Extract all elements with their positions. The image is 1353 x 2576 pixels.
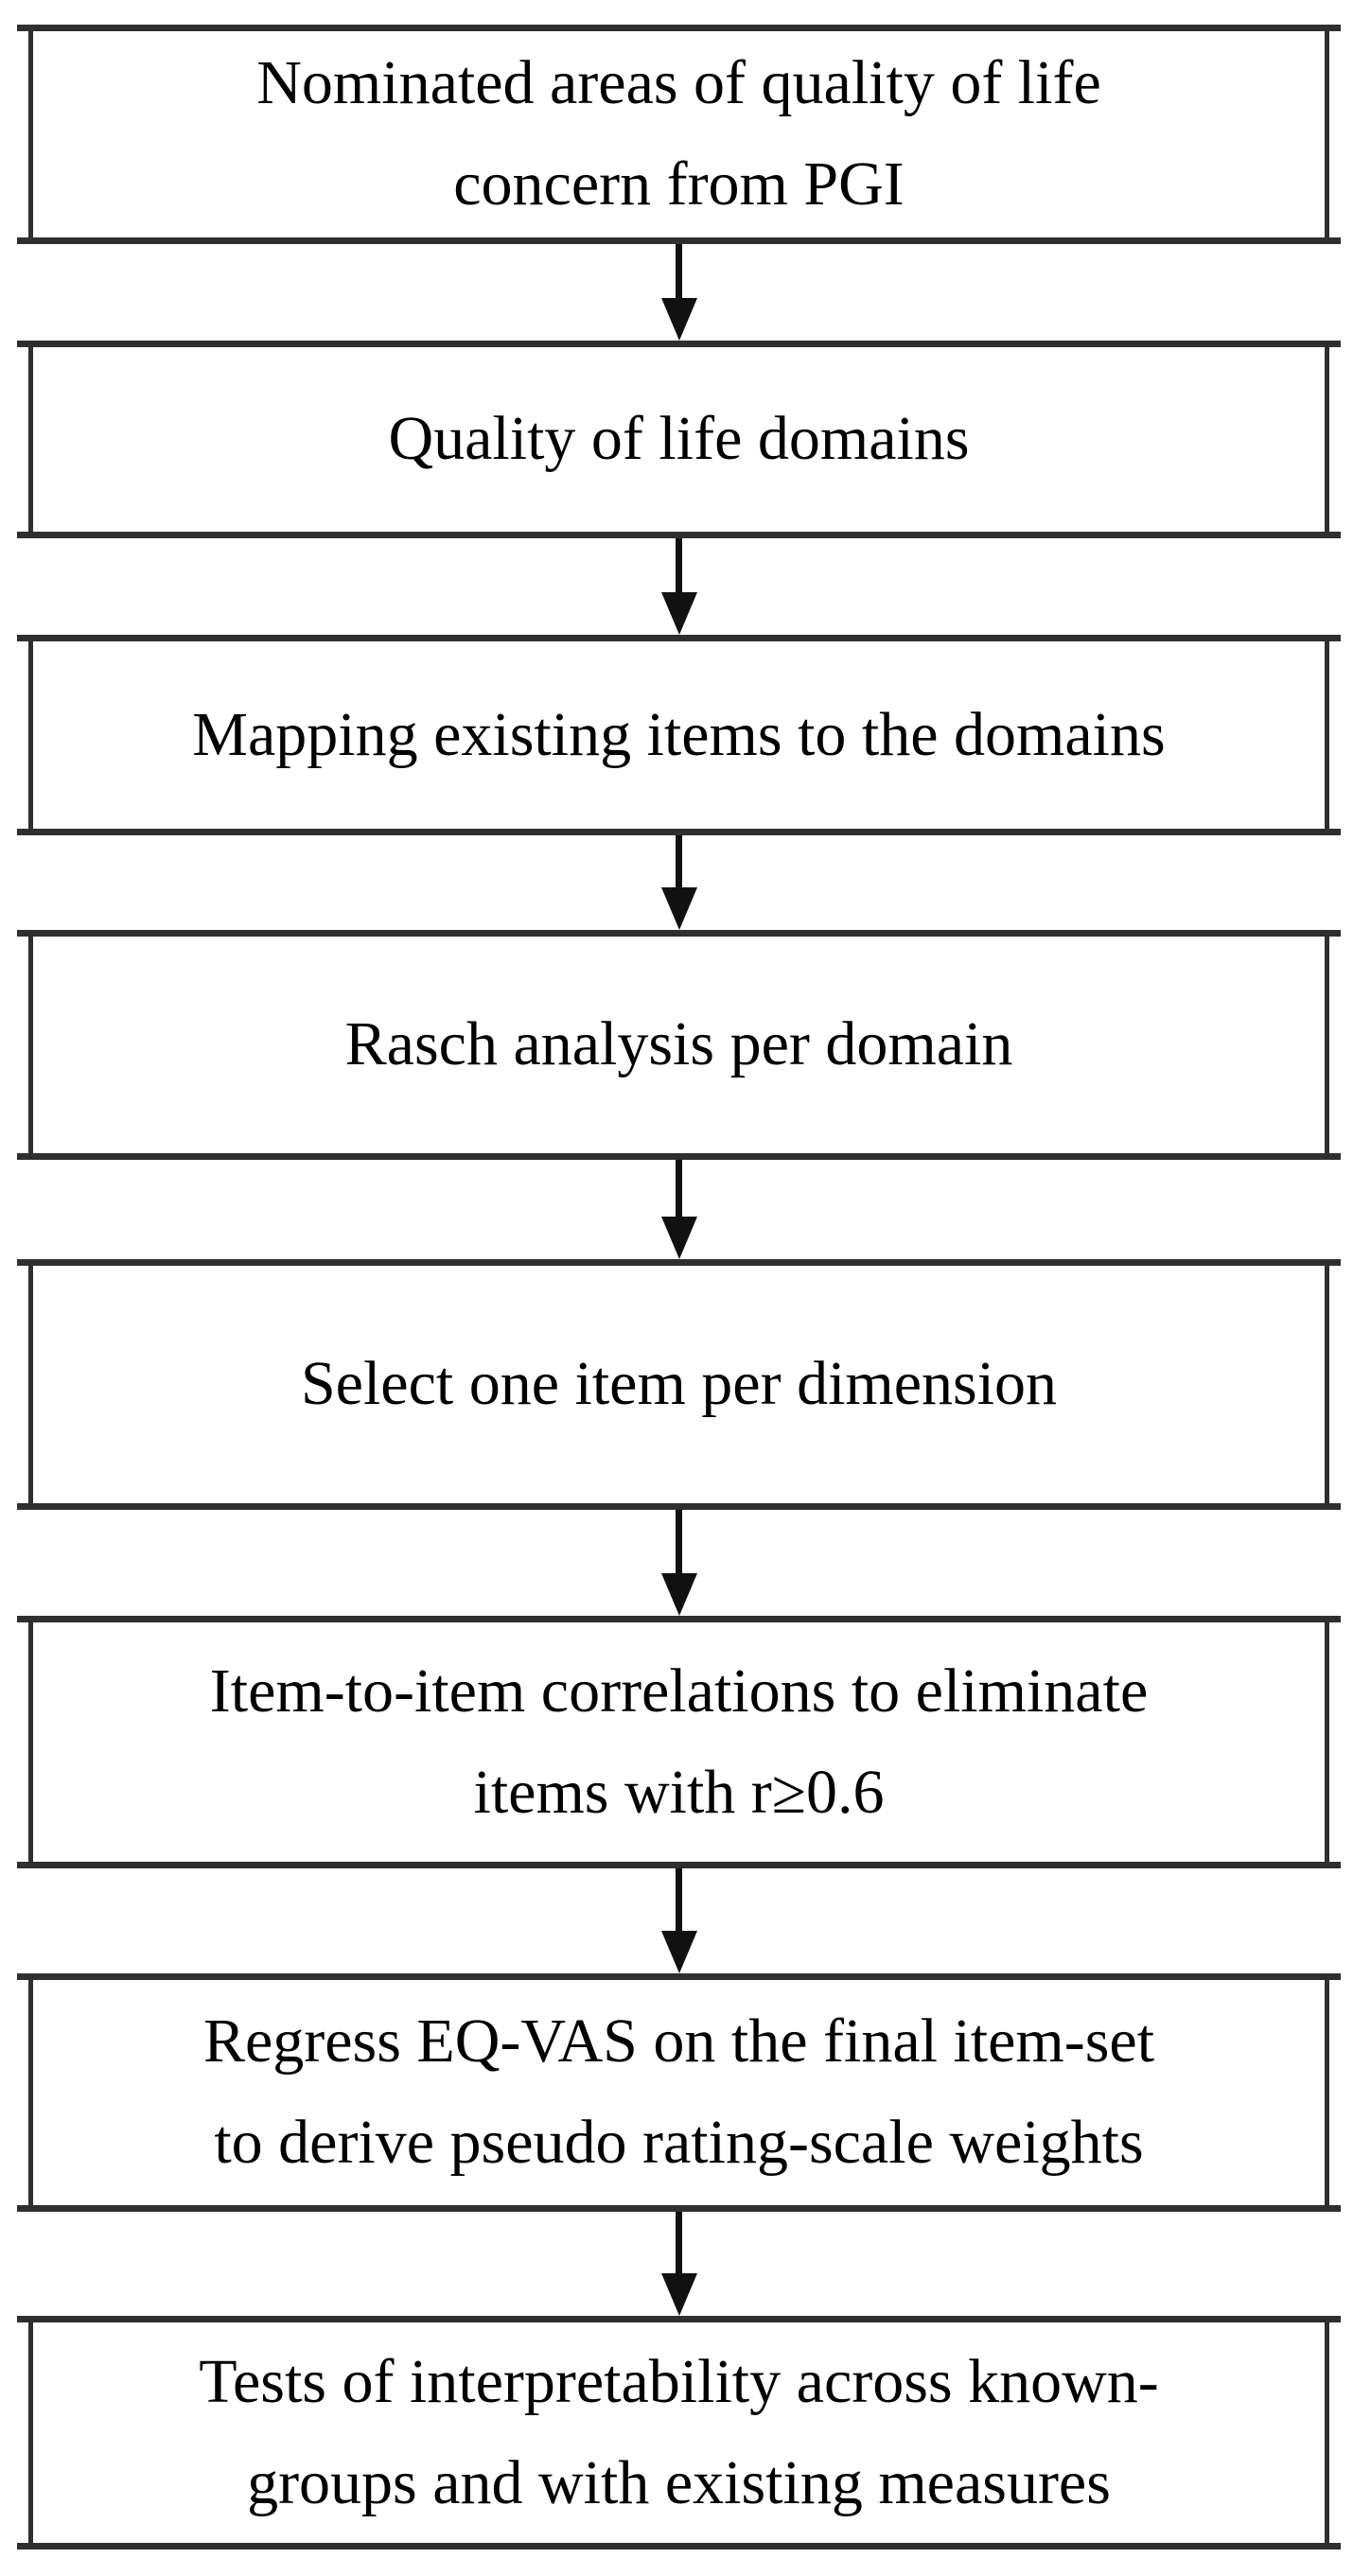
flow-step-4: Rasch analysis per domain — [17, 930, 1341, 1160]
flow-step-7: Regress EQ-VAS on the final item-set to … — [17, 1973, 1341, 2212]
arrow-shaft — [676, 2212, 682, 2273]
flow-step-5: Select one item per dimension — [17, 1259, 1341, 1510]
arrow-down-icon — [660, 1217, 697, 1259]
flow-connector-7 — [28, 2212, 1329, 2316]
flowchart: Nominated areas of quality of life conce… — [17, 25, 1341, 2550]
flow-step-1-label-line1: Nominated areas of quality of life — [256, 48, 1101, 118]
arrow-down-icon — [660, 592, 697, 635]
arrow-shaft — [676, 835, 682, 887]
arrow-shaft — [676, 1160, 682, 1217]
flow-step-5-label-line1: Select one item per dimension — [300, 1349, 1058, 1419]
arrow-down-icon — [660, 1573, 697, 1616]
flow-step-2-label-line1: Quality of life domains — [388, 404, 970, 474]
flow-connector-4 — [28, 1160, 1329, 1259]
flow-connector-6 — [28, 1868, 1329, 1973]
flow-connector-2 — [28, 538, 1329, 635]
flow-step-3: Mapping existing items to the domains — [17, 635, 1341, 835]
flow-step-6: Item-to-item correlations to eliminate i… — [17, 1616, 1341, 1868]
flow-step-8: Tests of interpretability across known- … — [17, 2316, 1341, 2550]
flow-step-6-label-line2: items with r≥0.6 — [473, 1757, 885, 1827]
arrow-down-icon — [660, 887, 697, 930]
flow-step-8-label-line2: groups and with existing measures — [247, 2447, 1111, 2517]
flow-step-6-label-line1: Item-to-item correlations to eliminate — [209, 1656, 1149, 1726]
arrow-shaft — [676, 1868, 682, 1931]
flow-step-1-label-line2: concern from PGI — [453, 149, 905, 219]
arrow-shaft — [676, 244, 682, 298]
flow-step-3-label-line1: Mapping existing items to the domains — [192, 699, 1166, 769]
arrow-down-icon — [660, 298, 697, 341]
flow-connector-3 — [28, 835, 1329, 930]
flow-step-2: Quality of life domains — [17, 341, 1341, 538]
arrow-down-icon — [660, 2273, 697, 2316]
flow-connector-1 — [28, 244, 1329, 341]
flow-step-1: Nominated areas of quality of life conce… — [17, 25, 1341, 244]
flow-connector-5 — [28, 1510, 1329, 1616]
flow-step-4-label-line1: Rasch analysis per domain — [344, 1009, 1013, 1079]
flow-step-7-label-line2: to derive pseudo rating-scale weights — [214, 2108, 1144, 2177]
flow-step-8-label-line1: Tests of interpretability across known- — [199, 2346, 1159, 2416]
arrow-down-icon — [660, 1931, 697, 1973]
arrow-shaft — [676, 1510, 682, 1573]
arrow-shaft — [676, 538, 682, 592]
flow-step-7-label-line1: Regress EQ-VAS on the final item-set — [202, 2006, 1155, 2077]
